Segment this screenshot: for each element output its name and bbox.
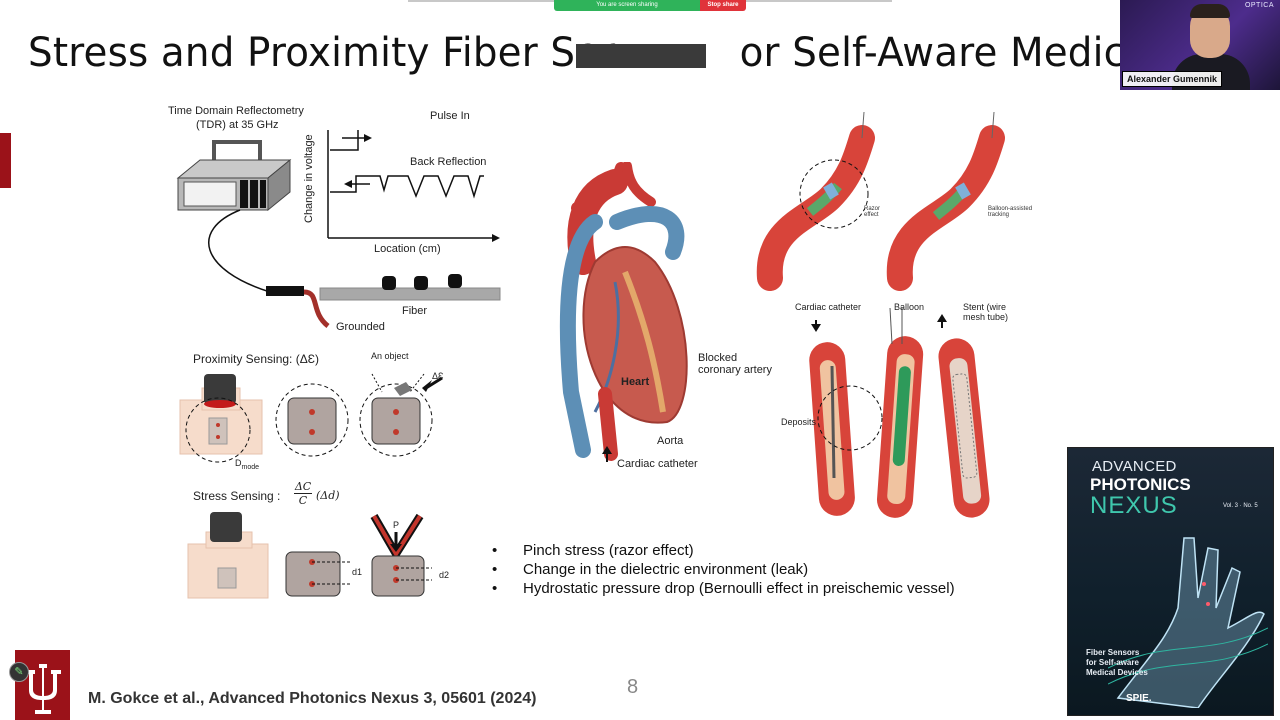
- balloon-label: Balloon: [894, 302, 925, 312]
- speaker-video-tile[interactable]: OPTICA Alexander Gumennik: [1120, 0, 1280, 90]
- redaction-bar: [576, 44, 706, 68]
- side-accent-tab: [0, 133, 11, 188]
- cardiac-catheter-label: Cardiac catheter: [617, 458, 698, 470]
- vessel-stent: [938, 338, 990, 518]
- tdr-cable: [208, 209, 271, 293]
- tdr-plot: [327, 130, 500, 242]
- blocked-artery-label-2: coronary artery: [698, 364, 772, 376]
- y-axis-label: Change in voltage: [303, 134, 315, 223]
- iu-logo: [15, 650, 70, 720]
- object-label: An object: [371, 351, 409, 361]
- d1-label: d1: [352, 567, 363, 577]
- grounded-label: Grounded: [336, 321, 385, 333]
- heart-illustration: [559, 162, 688, 462]
- cover-hand-image: [1108, 537, 1268, 708]
- screen-sharing-indicator[interactable]: You are screen sharing: [554, 0, 700, 11]
- d-mode-label: Dmode: [235, 458, 260, 471]
- brand-logo: OPTICA: [1244, 2, 1274, 9]
- speaker-name-tag: Alexander Gumennik: [1122, 71, 1223, 87]
- stop-share-button[interactable]: Stop share: [700, 0, 746, 11]
- p-label: P: [393, 520, 400, 530]
- vessel-balloon: [876, 307, 924, 518]
- proximity-heading: Proximity Sensing: (ΔƐ): [193, 352, 319, 366]
- pulse-in-label: Pulse In: [430, 110, 470, 122]
- stress-delta-d: (Δd): [316, 489, 340, 502]
- delta-eps-label: ΔƐ: [432, 371, 444, 381]
- share-status-text: You are screen sharing: [596, 2, 658, 8]
- stress-heading: Stress Sensing :: [193, 489, 281, 503]
- journal-cover: ADVANCED PHOTONICS NEXUS Vol. 3 · No. 5 …: [1067, 447, 1274, 716]
- stress-diagram: [187, 512, 432, 599]
- tdr-label-1: Time Domain Reflectometry: [168, 105, 304, 117]
- tdr-label-2: (TDR) at 35 GHz: [196, 119, 279, 131]
- d2-label: d2: [439, 570, 450, 580]
- bullet-item: •Hydrostatic pressure drop (Bernoulli ef…: [492, 580, 955, 597]
- cardiac-catheter-vessel-label: Cardiac catheter: [795, 302, 862, 312]
- cover-line-2: PHOTONICS: [1090, 475, 1191, 494]
- cover-line-3: NEXUS: [1090, 492, 1178, 519]
- citation: M. Gokce et al., Advanced Photonics Nexu…: [88, 690, 537, 707]
- heart-label: Heart: [621, 376, 650, 388]
- x-axis-label: Location (cm): [374, 243, 441, 255]
- proximity-diagram: [179, 373, 443, 463]
- tdr-instrument: [176, 140, 292, 212]
- annotate-pen-button[interactable]: ✎: [9, 662, 29, 682]
- blocked-artery-label-1: Blocked: [698, 352, 738, 364]
- vessel-illustrations: [756, 111, 1005, 518]
- tdr-diagram: [176, 130, 501, 328]
- cover-issue: Vol. 3 · No. 5: [1223, 503, 1258, 509]
- cover-line-1: ADVANCED: [1092, 458, 1177, 475]
- deposits-label: Deposits: [781, 417, 817, 427]
- page-number: 8: [627, 676, 639, 698]
- fiber-sample: [266, 274, 501, 328]
- vessel-catheter: [809, 342, 883, 516]
- stress-fraction: ΔC C: [294, 480, 312, 507]
- fiber-label: Fiber: [402, 305, 428, 317]
- bullet-item: •Pinch stress (razor effect): [492, 542, 694, 559]
- speaker-hair: [1190, 4, 1230, 18]
- cover-publisher: SPIE.: [1126, 693, 1152, 704]
- aorta-label: Aorta: [657, 435, 684, 447]
- slide-title-head: Stress and Proximity Fiber Ser: [28, 30, 616, 76]
- back-reflection-label: Back Reflection: [410, 156, 487, 168]
- bullet-item: •Change in the dielectric environment (l…: [492, 561, 809, 578]
- iu-trident-icon: [25, 664, 61, 714]
- bullet-list: •Pinch stress (razor effect) •Change in …: [492, 541, 955, 598]
